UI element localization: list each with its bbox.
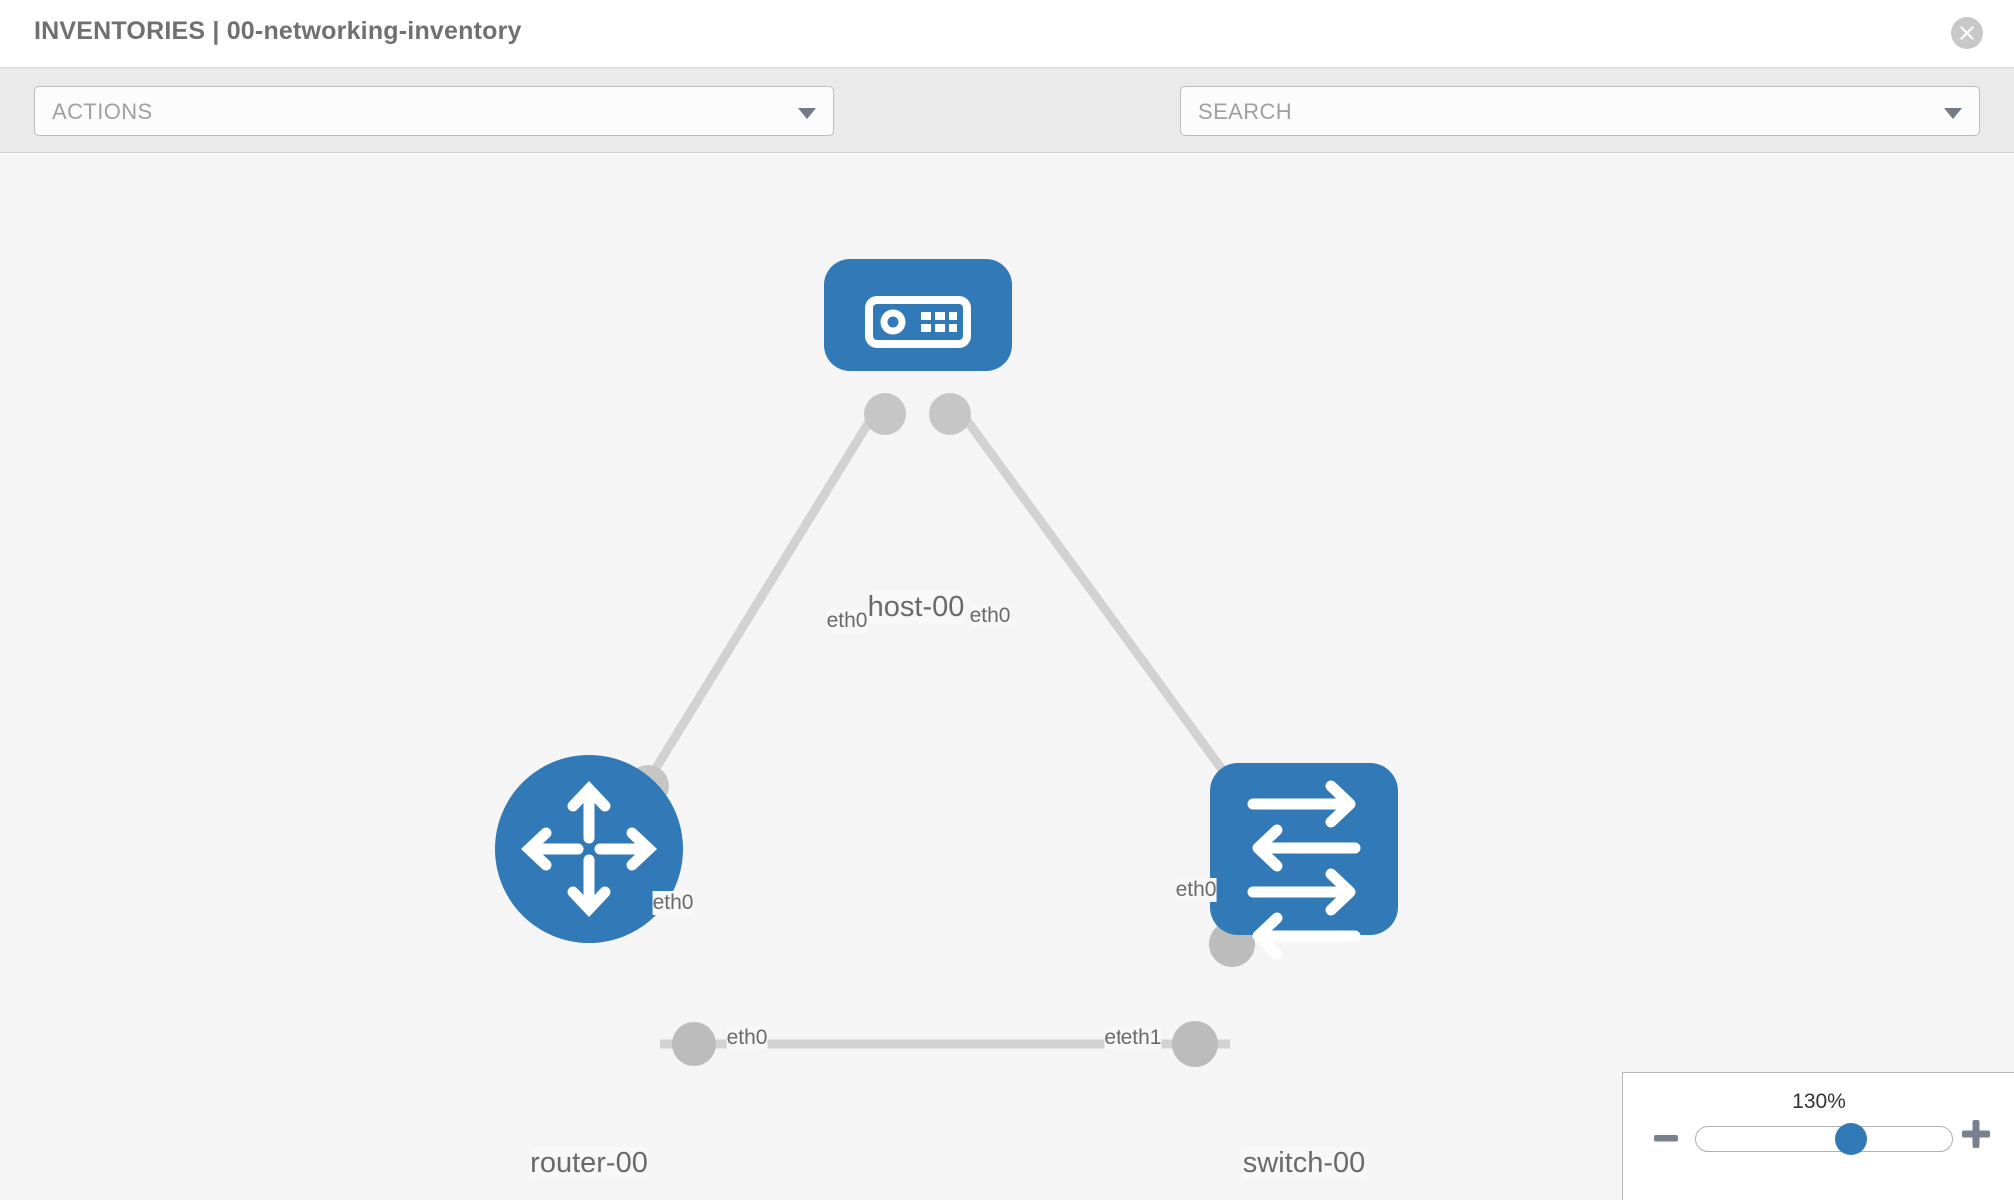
zoom-slider-thumb[interactable] <box>1835 1123 1868 1155</box>
router-arrows-icon <box>520 780 658 918</box>
interface-stub-host-right[interactable] <box>929 393 971 435</box>
close-icon <box>1960 26 1974 40</box>
node-label-host-00: host-00 <box>867 591 965 624</box>
page-title: INVENTORIES | 00-networking-inventory <box>34 17 522 45</box>
plus-icon <box>1962 1120 1990 1148</box>
host-device-icon <box>865 296 971 348</box>
interface-label-router-right: eth0 <box>726 1026 768 1050</box>
switch-arrows-icon <box>1247 780 1361 960</box>
interface-label-switch-left-b: eth1 <box>1120 1026 1162 1050</box>
search-placeholder: SEARCH <box>1198 99 1293 124</box>
node-host-00[interactable] <box>824 259 1012 371</box>
topology-graph <box>495 259 1398 1067</box>
link-host-router[interactable] <box>636 401 884 797</box>
zoom-level-value: 130% <box>1792 1090 1846 1113</box>
toolbar: ACTIONS SEARCH <box>0 68 2014 198</box>
interface-label-router-top: eth0 <box>652 891 694 915</box>
chevron-down-icon <box>1944 108 1962 119</box>
zoom-slider-track[interactable] <box>1695 1126 1953 1152</box>
search-input[interactable]: SEARCH <box>1180 86 1980 136</box>
interface-stub-host-left[interactable] <box>864 393 906 435</box>
node-router-00[interactable] <box>495 755 683 943</box>
actions-dropdown-label: ACTIONS <box>52 99 153 124</box>
interface-stub-router-right[interactable] <box>672 1022 716 1066</box>
topology-canvas[interactable]: eth0 host-00 eth0 eth0 eth0 eth0 eth eth… <box>0 154 2014 1200</box>
chevron-down-icon <box>798 108 816 119</box>
interface-stub-switch-left[interactable] <box>1172 1021 1218 1067</box>
node-label-router-00: router-00 <box>530 1147 648 1180</box>
window-header: INVENTORIES | 00-networking-inventory <box>0 0 2014 68</box>
node-switch-00[interactable] <box>1210 763 1398 960</box>
link-host-switch[interactable] <box>951 401 1244 797</box>
actions-dropdown[interactable]: ACTIONS <box>34 86 834 136</box>
zoom-out-button[interactable] <box>1653 1125 1679 1156</box>
interface-label-host-left: eth0 <box>826 609 868 633</box>
zoom-in-button[interactable] <box>1960 1118 1992 1155</box>
node-label-switch-00: switch-00 <box>1242 1147 1366 1180</box>
interface-label-switch-top: eth0 <box>1175 878 1217 902</box>
zoom-control-panel: 130% <box>1622 1072 2014 1200</box>
close-button[interactable] <box>1951 17 1983 49</box>
interface-label-host-right: eth0 <box>969 604 1011 628</box>
minus-icon <box>1654 1135 1678 1142</box>
